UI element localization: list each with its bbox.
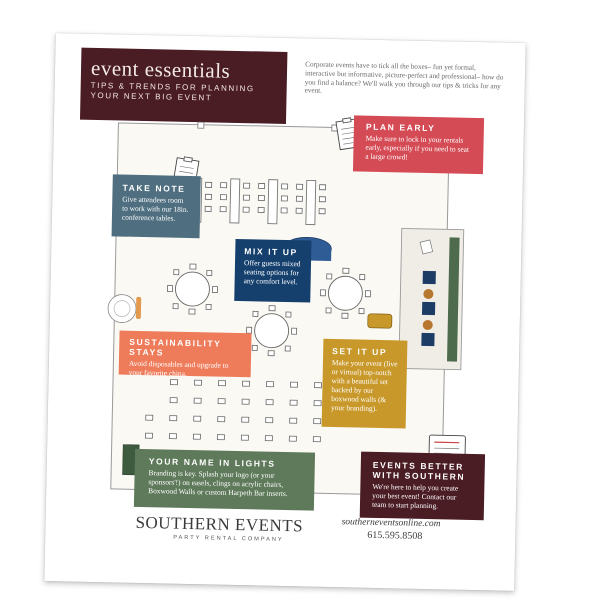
events-better-heading: EVENTS BETTER WITH SOUTHERN: [372, 459, 466, 482]
conference-chairs: [181, 181, 327, 215]
armchair: [367, 313, 393, 329]
theater-chairs: [144, 379, 322, 443]
sustainability-heading: SUSTAINABILITY STAYS: [129, 336, 222, 358]
plan-early-box: PLAN EARLY Make sure to lock in your ren…: [352, 115, 485, 175]
stage-side-table: [423, 288, 434, 299]
plan-early-heading: PLAN EARLY: [365, 121, 436, 134]
company-website-link[interactable]: southerneventsonline.com: [341, 517, 441, 530]
company-logo: SOUTHERN EVENTS: [135, 512, 304, 536]
take-note-body: Give attendees room to work with our 18i…: [121, 194, 189, 223]
stage-chair-blue: [421, 301, 436, 316]
sustainability-body: Avoid disposables and upgrade to your fa…: [128, 358, 229, 378]
events-better-box: EVENTS BETTER WITH SOUTHERN We're here t…: [359, 451, 486, 521]
round-table-chairs: [166, 263, 371, 357]
take-note-heading: TAKE NOTE: [122, 182, 186, 194]
mix-it-up-body: Offer guests mixed seating options for a…: [243, 258, 301, 287]
stage-chair-blue: [421, 332, 435, 347]
name-in-lights-body: Branding is key. Splash your logo (or yo…: [148, 468, 288, 499]
name-in-lights-heading: YOUR NAME IN LIGHTS: [148, 456, 276, 469]
round-tables: [175, 271, 363, 349]
take-note-box: TAKE NOTE Give attendees room to work wi…: [111, 174, 201, 239]
flyer-sheet: event essentials TIPS & TRENDS FOR PLANN…: [44, 33, 526, 591]
stage-chair-blue: [422, 270, 436, 285]
door-mark: [197, 121, 205, 129]
conference-tables: [191, 177, 317, 226]
plate-icon: [107, 294, 142, 323]
company-phone[interactable]: 615.595.8508: [367, 529, 423, 542]
set-it-up-body: Make your event (live or virtual) top-no…: [330, 357, 398, 413]
plan-early-body: Make sure to lock in your rentals early,…: [365, 133, 470, 162]
set-it-up-heading: SET IT UP: [332, 345, 388, 358]
events-better-body: We're here to help you create your best …: [371, 481, 459, 511]
set-it-up-box: SET IT UP Make your event (live or virtu…: [321, 338, 408, 429]
boxwood-wall: [447, 237, 460, 362]
stage-side-table: [422, 319, 433, 330]
mix-it-up-box: MIX IT UP Offer guests mixed seating opt…: [234, 238, 312, 303]
stage-area: [398, 227, 465, 371]
name-in-lights-box: YOUR NAME IN LIGHTS Branding is key. Spl…: [133, 448, 316, 511]
stage-screen: [419, 239, 434, 255]
sustainability-box: SUSTAINABILITY STAYS Avoid disposables a…: [118, 330, 252, 378]
mix-it-up-heading: MIX IT UP: [244, 246, 298, 258]
